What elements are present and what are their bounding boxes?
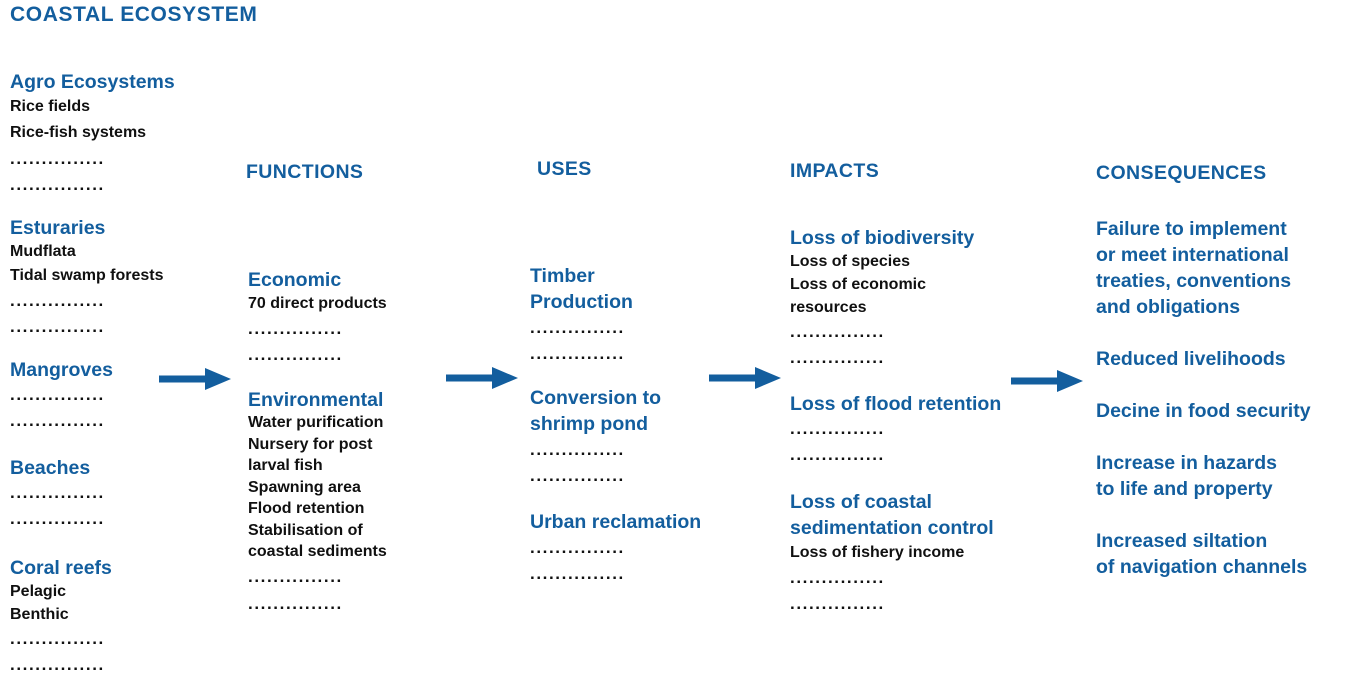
dotted-placeholder-line: ............... [530,564,625,583]
ecosystem-item: Mudflata [10,243,76,260]
ecosystem-group-estuaries: Esturaries Mudflata Tidal swamp forests … [10,216,164,340]
consequence-livelihoods: Reduced livelihoods [1096,346,1286,372]
dotted-placeholder-line: ............... [248,319,343,338]
function-heading: Economic [248,269,342,291]
ecosystem-heading: Coral reefs [10,557,112,579]
dotted-placeholder-line: ............... [10,509,105,528]
ecosystem-heading: Mangroves [10,359,113,381]
consequence-line: to life and property [1096,478,1273,500]
dotted-placeholder-line: ............... [10,411,105,430]
use-heading: Urban reclamation [530,511,702,533]
dotted-placeholder-line: ............... [790,594,885,613]
consequence-line: treaties, conventions [1096,270,1292,292]
dotted-placeholder-line: ............... [248,566,343,586]
dotted-placeholder-line: ............... [10,291,105,310]
use-group-timber: Timber Production ............... ......… [530,263,633,367]
ecosystem-group-mangroves: Mangroves ............... ..............… [10,358,113,434]
dotted-placeholder-line: ............... [248,345,343,364]
consequence-line: and obligations [1096,296,1241,318]
impact-group-sedimentation: Loss of coastal sedimentation control Lo… [790,489,994,617]
impact-item: resources [790,299,867,316]
ecosystem-item: Rice-fish systems [10,124,147,141]
dotted-placeholder-line: ............... [248,593,343,613]
function-group-environmental: Environmental Water purification Nursery… [248,388,387,617]
dotted-placeholder-line: ............... [10,655,105,674]
consequence-line: Reduced livelihoods [1096,348,1286,370]
column-header-uses: USES [537,158,592,180]
use-heading: shrimp pond [530,413,649,435]
function-item: coastal sediments [248,543,387,560]
ecosystem-item: Pelagic [10,583,67,600]
function-item: Flood retention [248,500,365,517]
dotted-placeholder-line: ............... [530,538,625,557]
dotted-placeholder-line: ............... [10,629,105,648]
use-group-urban-reclamation: Urban reclamation ............... ......… [530,509,701,587]
dotted-placeholder-line: ............... [790,568,885,587]
impact-heading: sedimentation control [790,517,994,539]
function-item: 70 direct products [248,295,387,312]
consequence-line: Increase in hazards [1096,452,1278,474]
function-group-economic: Economic 70 direct products ............… [248,268,387,368]
dotted-placeholder-line: ............... [790,419,885,438]
consequence-line: Failure to implement [1096,218,1287,240]
consequence-line: of navigation channels [1096,556,1308,578]
arrow-right-icon [709,367,781,389]
ecosystem-item: Tidal swamp forests [10,267,164,284]
function-item: Nursery for post [248,435,373,453]
ecosystem-heading: Beaches [10,457,91,479]
impact-item: Loss of fishery income [790,544,965,561]
function-item: Stabilisation of [248,521,363,539]
function-heading: Environmental [248,389,384,411]
dotted-placeholder-line: ............... [10,385,105,404]
dotted-placeholder-line: ............... [10,483,105,502]
ecosystem-group-coral-reefs: Coral reefs Pelagic Benthic ............… [10,556,112,678]
impact-item: Loss of species [790,253,911,270]
consequence-line: Decine in food security [1096,400,1311,422]
arrow-right-icon [159,368,231,390]
arrow-right-icon [1011,370,1083,392]
impact-group-flood-retention: Loss of flood retention ............... … [790,392,1001,468]
function-item: Water purification [248,414,384,431]
impact-group-biodiversity: Loss of biodiversity Loss of species Los… [790,226,974,371]
ecosystem-heading: Agro Ecosystems [10,71,175,93]
consequence-treaties: Failure to implement or meet internation… [1096,216,1291,320]
dotted-placeholder-line: ............... [530,318,625,337]
use-group-shrimp-pond: Conversion to shrimp pond ..............… [530,385,661,489]
dotted-placeholder-line: ............... [790,348,885,367]
ecosystem-heading: Esturaries [10,217,106,239]
ecosystem-group-beaches: Beaches ............... ............... [10,456,105,532]
ecosystem-item: Benthic [10,606,69,623]
column-header-consequences: CONSEQUENCES [1096,162,1267,184]
dotted-placeholder-line: ............... [10,175,105,194]
consequence-food-security: Decine in food security [1096,398,1311,424]
ecosystem-item: Rice fields [10,98,91,115]
use-heading: Timber [530,265,595,287]
impact-heading: Loss of flood retention [790,393,1002,415]
dotted-placeholder-line: ............... [790,322,885,341]
consequence-line: Increased siltation [1096,530,1268,552]
function-item: larval fish [248,457,323,474]
use-heading: Production [530,291,633,313]
ecosystem-group-agro: Agro Ecosystems Rice fields Rice-fish sy… [10,70,175,198]
dotted-placeholder-line: ............... [10,149,105,168]
dotted-placeholder-line: ............... [530,466,625,485]
consequence-siltation: Increased siltation of navigation channe… [1096,528,1307,580]
arrow-right-icon [446,367,518,389]
column-header-functions: FUNCTIONS [246,161,364,183]
dotted-placeholder-line: ............... [530,344,625,363]
diagram-title: COASTAL ECOSYSTEM [10,3,258,26]
use-heading: Conversion to [530,387,662,409]
consequence-hazards: Increase in hazards to life and property [1096,450,1277,502]
dotted-placeholder-line: ............... [530,440,625,459]
impact-heading: Loss of biodiversity [790,227,975,249]
consequence-line: or meet international [1096,244,1289,266]
dotted-placeholder-line: ............... [790,445,885,464]
impact-item: Loss of economic [790,276,927,293]
dotted-placeholder-line: ............... [10,317,105,336]
function-item: Spawning area [248,478,361,496]
impact-heading: Loss of coastal [790,491,932,513]
column-header-impacts: IMPACTS [790,160,880,182]
